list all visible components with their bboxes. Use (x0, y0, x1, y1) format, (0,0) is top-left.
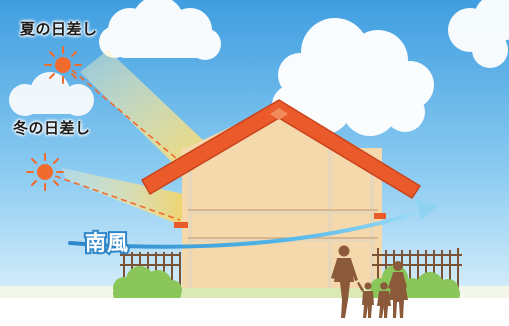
winter-sunbeam (62, 168, 188, 228)
winter-sun-icon (26, 153, 64, 191)
eave-lower-right (374, 213, 386, 219)
south-wind-arrow (68, 210, 422, 249)
summer-sunbeam (80, 50, 205, 172)
summer-sun-icon (44, 46, 82, 84)
south-wind-label: 南風 (83, 229, 130, 257)
bush-left (113, 266, 182, 300)
winter-ray-line (54, 175, 181, 221)
roof (141, 99, 421, 199)
summer-sunlight-label: 夏の日差し (20, 20, 98, 38)
winter-sunlight-label: 冬の日差し (13, 119, 91, 137)
wind-arrow-head (416, 200, 438, 220)
family-silhouette (331, 245, 408, 318)
eave-lower-left (174, 222, 188, 228)
summer-ray-line (71, 69, 191, 171)
clouds (9, 0, 509, 136)
